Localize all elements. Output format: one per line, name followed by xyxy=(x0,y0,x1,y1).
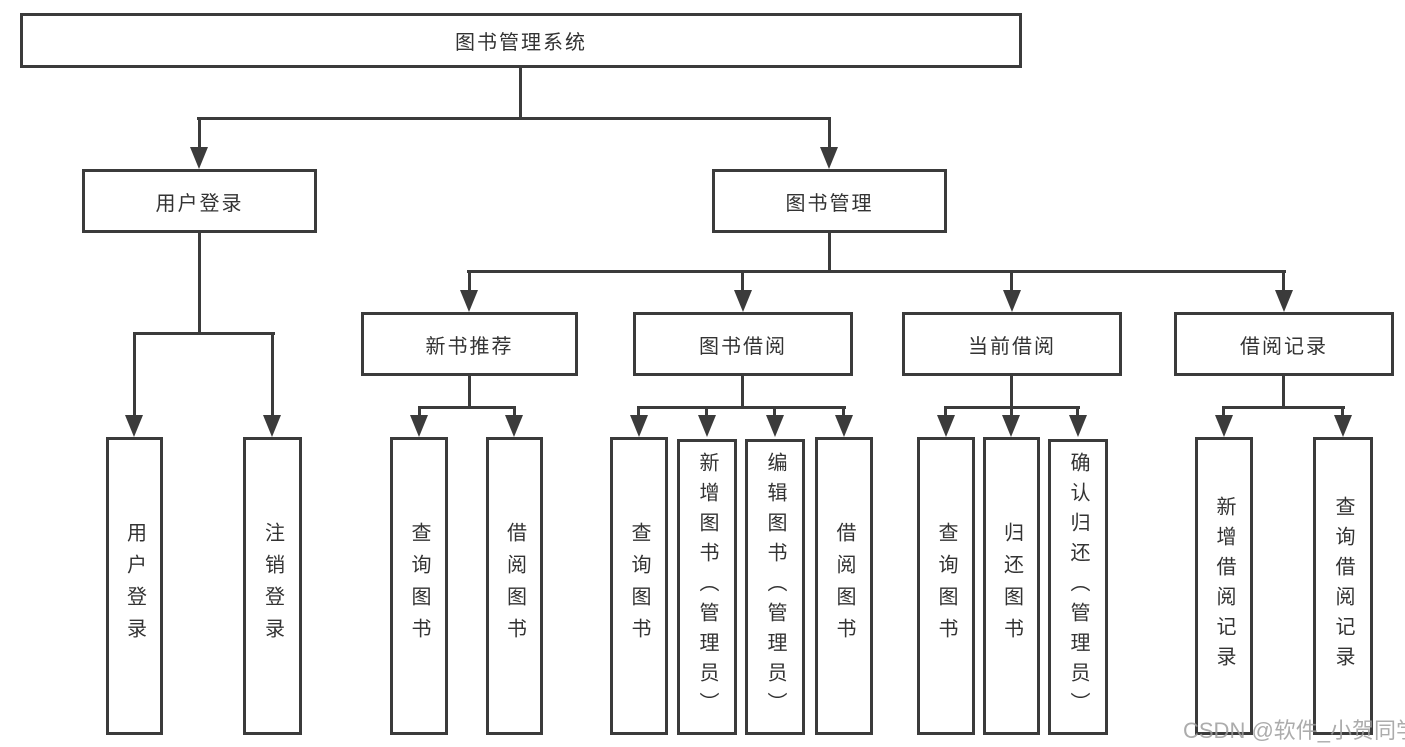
connector-line xyxy=(467,270,1286,273)
connector-line xyxy=(133,332,275,335)
arrow-down-icon xyxy=(630,415,648,437)
node-label: 图书管理 xyxy=(785,192,874,215)
leaf-nb-borrow-books: 借阅图书 xyxy=(486,437,543,735)
connector-line xyxy=(705,406,708,416)
leaf-bb-borrow-books: 借阅图书 xyxy=(815,437,873,735)
leaf-label: 借阅图书 xyxy=(503,522,526,650)
leaf-label: 注销登录 xyxy=(261,522,284,650)
connector-line xyxy=(1341,406,1344,416)
arrow-down-icon xyxy=(1002,415,1020,437)
leaf-label: 查询图书 xyxy=(628,522,650,650)
arrow-down-icon xyxy=(263,415,281,437)
leaf-cb-return-books: 归还图书 xyxy=(983,437,1040,735)
connector-line xyxy=(1010,406,1013,416)
leaf-label: 归还图书 xyxy=(1000,522,1023,650)
arrow-down-icon xyxy=(734,290,752,312)
connector-line xyxy=(741,376,744,408)
watermark: CSDN @软件_小贺同学 xyxy=(1183,718,1405,743)
node-label: 当前借阅 xyxy=(968,335,1056,358)
leaf-br-add-record: 新增借阅记录 xyxy=(1195,437,1253,735)
leaf-label: 确认归还（管理员） xyxy=(1067,452,1089,722)
arrow-down-icon xyxy=(410,415,428,437)
leaf-label: 查询图书 xyxy=(935,522,957,650)
leaf-cb-query-books: 查询图书 xyxy=(917,437,975,735)
arrow-down-icon xyxy=(1334,415,1352,437)
connector-line xyxy=(468,376,471,408)
connector-line xyxy=(513,406,516,416)
connector-line xyxy=(828,233,831,273)
node-label: 借阅记录 xyxy=(1240,335,1328,358)
node-library-system: 图书管理系统 xyxy=(20,13,1022,68)
arrow-down-icon xyxy=(937,415,955,437)
node-book-management: 图书管理 xyxy=(712,169,947,233)
connector-line xyxy=(1010,376,1013,408)
node-borrow-records: 借阅记录 xyxy=(1174,312,1394,376)
connector-line xyxy=(773,406,776,416)
connector-line xyxy=(944,406,947,416)
leaf-bb-query-books: 查询图书 xyxy=(610,437,668,735)
connector-line xyxy=(197,117,831,120)
leaf-label: 借阅图书 xyxy=(833,522,855,650)
node-label: 图书管理系统 xyxy=(455,32,587,54)
connector-line xyxy=(828,117,831,149)
connector-line xyxy=(198,233,201,334)
leaf-bb-add-books-admin: 新增图书（管理员） xyxy=(677,439,737,735)
connector-line xyxy=(198,117,201,149)
connector-line xyxy=(468,270,471,291)
node-label: 用户登录 xyxy=(155,192,244,215)
connector-line xyxy=(519,68,522,120)
connector-line xyxy=(842,406,845,416)
connector-line xyxy=(1010,270,1013,291)
connector-line xyxy=(418,406,516,409)
arrow-down-icon xyxy=(766,415,784,437)
arrow-down-icon xyxy=(460,290,478,312)
node-user-login: 用户登录 xyxy=(82,169,317,233)
arrow-down-icon xyxy=(1003,290,1021,312)
leaf-user-login: 用户登录 xyxy=(106,437,163,735)
leaf-label: 用户登录 xyxy=(123,522,146,650)
node-current-borrow: 当前借阅 xyxy=(902,312,1122,376)
connector-line xyxy=(1282,270,1285,291)
arrow-down-icon xyxy=(190,147,208,169)
arrow-down-icon xyxy=(1215,415,1233,437)
connector-line xyxy=(637,406,640,416)
arrow-down-icon xyxy=(125,415,143,437)
connector-line xyxy=(637,406,846,409)
arrow-down-icon xyxy=(698,415,716,437)
leaf-cb-confirm-return-admin: 确认归还（管理员） xyxy=(1048,439,1108,735)
leaf-bb-edit-books-admin: 编辑图书（管理员） xyxy=(745,439,805,735)
connector-line xyxy=(133,332,136,416)
leaf-label: 编辑图书（管理员） xyxy=(764,452,786,722)
arrow-down-icon xyxy=(1069,415,1087,437)
connector-line xyxy=(271,332,274,416)
leaf-nb-query-books: 查询图书 xyxy=(390,437,448,735)
arrow-down-icon xyxy=(505,415,523,437)
connector-line xyxy=(1282,376,1285,408)
node-label: 新书推荐 xyxy=(425,335,514,358)
arrow-down-icon xyxy=(820,147,838,169)
leaf-label: 查询图书 xyxy=(408,522,430,650)
leaf-label: 新增借阅记录 xyxy=(1213,496,1235,676)
connector-line xyxy=(418,406,421,416)
arrow-down-icon xyxy=(835,415,853,437)
leaf-label: 新增图书（管理员） xyxy=(696,452,718,722)
leaf-logout: 注销登录 xyxy=(243,437,302,735)
node-book-borrow: 图书借阅 xyxy=(633,312,853,376)
arrow-down-icon xyxy=(1275,290,1293,312)
node-new-book-recommend: 新书推荐 xyxy=(361,312,578,376)
leaf-label: 查询借阅记录 xyxy=(1332,496,1354,676)
connector-line xyxy=(1222,406,1225,416)
leaf-br-query-record: 查询借阅记录 xyxy=(1313,437,1373,735)
connector-line xyxy=(1222,406,1345,409)
connector-line xyxy=(1076,406,1079,416)
node-label: 图书借阅 xyxy=(699,335,787,358)
connector-line xyxy=(741,270,744,291)
